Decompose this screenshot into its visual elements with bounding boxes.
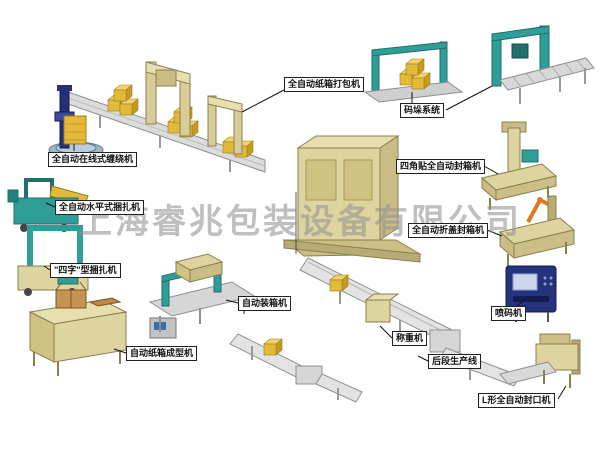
label-carton-former: 自动纸箱成型机 [126,346,198,361]
label-four-char-strapper: "四字"型捆扎机 [50,263,121,278]
label-palletizing-system: 码垛系统 [400,103,445,118]
palletizer-frame [363,41,464,103]
corner-sealing-machine [480,121,558,210]
label-carton-strapper: 全自动纸箱打包机 [284,77,365,92]
inkjet-printer-machine [505,265,557,322]
case-packing-machine [148,253,256,339]
label-horizontal-strapper: 全自动水平式捆扎机 [55,200,145,215]
carton-forming-machine [28,281,128,376]
label-flap-fold-sealer: 全自动折盖封箱机 [408,223,489,238]
flap-fold-sealing-machine [498,195,576,266]
weighing-station [364,293,400,323]
label-corner-sealer: 四角贴全自动封箱机 [396,159,486,174]
label-l-type-sealer: L形全自动封口机 [478,393,555,408]
label-connectors [43,85,567,400]
label-wrapping-machine: 全自动在线式缠绕机 [48,152,138,167]
palletizing-system-machine [491,25,595,104]
l-type-sealing-machine [499,333,581,388]
label-inkjet-printer: 喷码机 [491,306,527,321]
four-char-strapping-machine [17,225,89,296]
strapper-gantry-1 [145,61,191,137]
strapper-gantry-2 [207,95,243,155]
central-packing-machine [282,135,422,263]
label-weighing-machine: 称重机 [392,331,428,346]
case-packer-outfeed-conveyor [229,333,363,403]
label-backend-line: 后段生产线 [428,354,482,369]
label-case-packer: 自动装箱机 [238,296,292,311]
